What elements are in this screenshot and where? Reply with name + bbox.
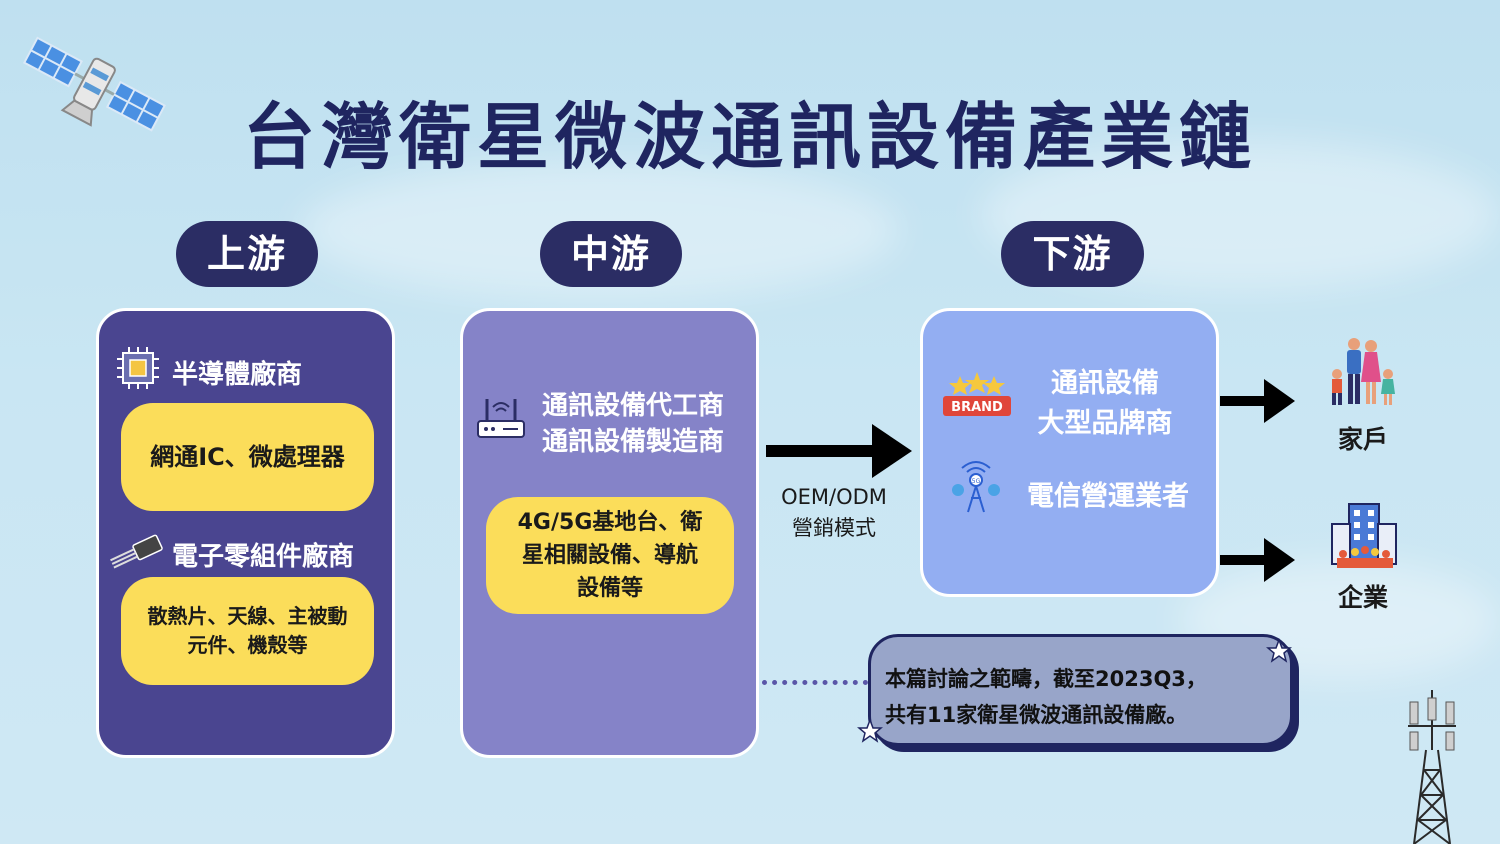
star-icon xyxy=(857,718,883,743)
base-station-line-1: 4G/5G基地台、衛 xyxy=(517,510,703,535)
telecom-operators-label: 電信營運業者 xyxy=(1027,481,1189,512)
base-station-box: 4G/5G基地台、衛 星相關設備、導航 設備等 xyxy=(486,497,734,614)
brand-badge-text: BRAND xyxy=(951,400,1003,415)
components-box: 散熱片、天線、主被動 元件、機殼等 xyxy=(121,577,374,685)
star-icon xyxy=(1266,638,1292,663)
network-ic-box: 網通IC、微處理器 xyxy=(121,403,374,511)
oem-odm-label: OEM/ODM 營銷模式 xyxy=(766,482,902,544)
satellite-icon xyxy=(22,36,166,132)
cell-tower-icon xyxy=(1408,690,1456,844)
electronic-components-label: 電子零組件廠商 xyxy=(172,542,355,572)
arrow-to-enterprise xyxy=(1220,538,1295,582)
equipment-makers-text: 通訊設備代工商 通訊設備製造商 xyxy=(542,388,724,460)
family-icon xyxy=(1332,338,1395,405)
midstream-label: 中游 xyxy=(540,221,682,287)
flow-arrow xyxy=(766,424,912,478)
base-station-line-3: 設備等 xyxy=(576,576,643,601)
office-building-icon xyxy=(1331,503,1397,568)
router-icon xyxy=(477,399,525,438)
components-line-1: 散熱片、天線、主被動 xyxy=(147,604,348,628)
brand-line-2: 大型品牌商 xyxy=(1037,408,1173,439)
downstream-label: 下游 xyxy=(1001,221,1144,287)
svg-text:5G: 5G xyxy=(972,478,981,485)
oem-line: 通訊設備代工商 xyxy=(542,391,725,421)
brand-line-1: 通訊設備 xyxy=(1051,368,1159,399)
oem-odm-line-2: 營銷模式 xyxy=(792,516,876,540)
enterprise-label: 企業 xyxy=(1337,583,1388,612)
components-line-2: 元件、機殼等 xyxy=(187,633,308,657)
manufacturer-line: 通訊設備製造商 xyxy=(542,427,725,457)
base-station-line-2: 星相關設備、導航 xyxy=(521,543,698,568)
tower-5g-icon: 5G xyxy=(952,461,1000,513)
note-connector xyxy=(762,680,868,685)
household-label: 家戶 xyxy=(1337,425,1388,454)
semiconductor-vendors-label: 半導體廠商 xyxy=(172,360,303,390)
brand-icon: BRAND xyxy=(943,372,1011,416)
arrow-to-household xyxy=(1220,379,1295,423)
upstream-label: 上游 xyxy=(176,221,318,287)
scope-note: 本篇討論之範疇，截至2023Q3， 共有11家衛星微波通訊設備廠。 xyxy=(868,634,1293,746)
note-line-1: 本篇討論之範疇，截至2023Q3， xyxy=(885,667,1207,691)
oem-odm-line-1: OEM/ODM xyxy=(781,485,887,509)
chip-icon xyxy=(117,347,159,389)
brand-vendors-text: 通訊設備 大型品牌商 xyxy=(1020,364,1190,444)
note-line-2: 共有11家衛星微波通訊設備廠。 xyxy=(885,703,1188,727)
page-title: 台灣衛星微波通訊設備產業鏈 xyxy=(242,95,1257,179)
downstream-panel xyxy=(920,308,1219,597)
transistor-icon xyxy=(110,534,163,569)
